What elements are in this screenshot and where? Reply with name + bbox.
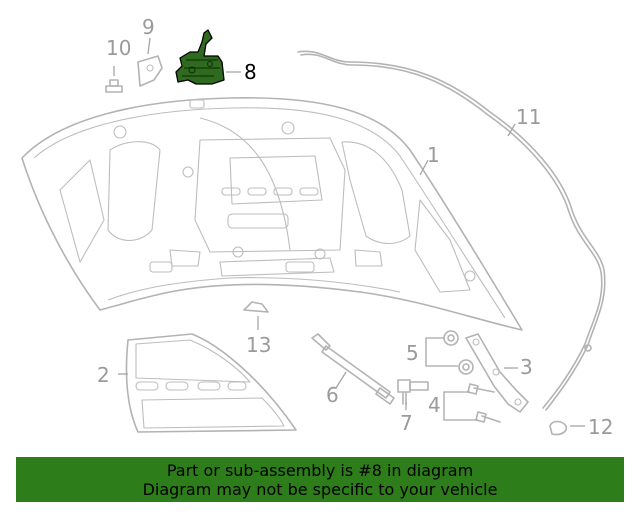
- callout-2: 2: [97, 363, 110, 387]
- part-13-clip: [243, 301, 269, 313]
- banner-line-part-info: Part or sub-assembly is #8 in diagram: [166, 460, 474, 480]
- banner-line-disclaimer: Diagram may not be specific to your vehi…: [142, 479, 498, 499]
- part-4-bolts: [467, 383, 501, 423]
- part-11-release-cable: [297, 50, 606, 411]
- callout-3: 3: [520, 355, 533, 379]
- parts-diagram: 1 2 3 4 5 6 7 8 9 10 11 12 13: [21, 15, 613, 439]
- callout-1: 1: [427, 143, 440, 167]
- part-1-hood-panel: [21, 97, 523, 331]
- part-12-cable-clip: [549, 420, 568, 436]
- callout-5: 5: [406, 341, 419, 365]
- callout-12: 12: [588, 415, 613, 439]
- callout-10: 10: [106, 36, 131, 60]
- callout-9: 9: [142, 15, 155, 39]
- part-10-screw: [105, 79, 123, 93]
- callout-7: 7: [400, 411, 413, 435]
- part-3-hinge: [465, 333, 529, 413]
- part-6-support-strut: [311, 333, 395, 405]
- leader-lines: [113, 37, 585, 427]
- info-banner: Part or sub-assembly is #8 in diagram Di…: [16, 457, 624, 502]
- part-8-hood-latch: [175, 29, 225, 85]
- callout-4: 4: [428, 393, 441, 417]
- part-9-bracket: [137, 55, 163, 87]
- callout-6: 6: [326, 383, 339, 407]
- callout-13: 13: [246, 333, 271, 357]
- part-7-stud: [397, 379, 429, 405]
- callout-11: 11: [516, 105, 541, 129]
- part-2-insulator-pad: [125, 333, 297, 433]
- callout-8: 8: [244, 60, 257, 84]
